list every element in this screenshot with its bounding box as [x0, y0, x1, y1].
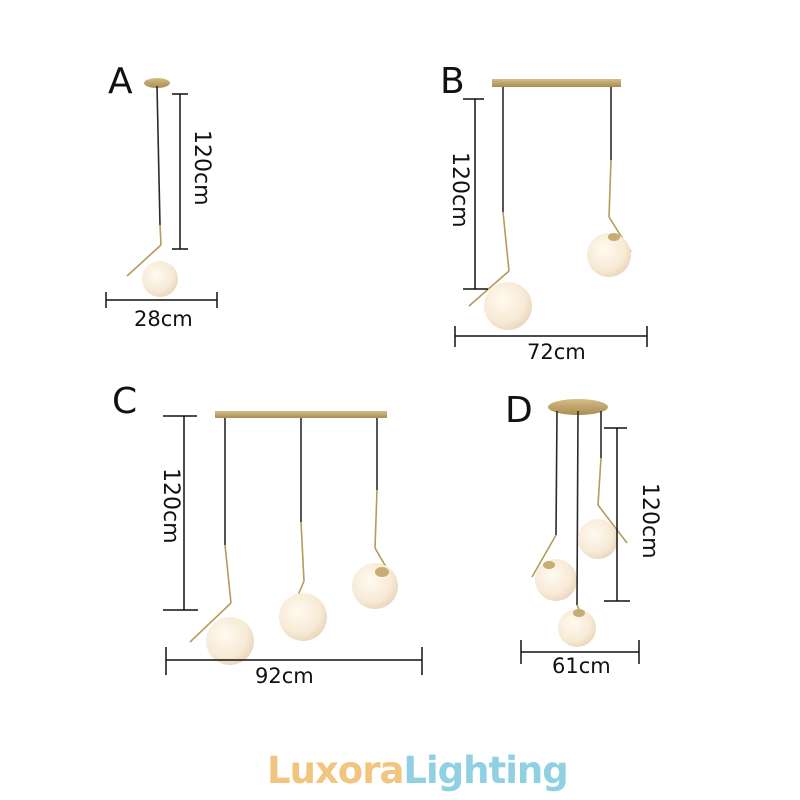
variant-c — [163, 411, 423, 675]
variant-c-width: 92cm — [255, 664, 314, 688]
linear-canopy — [215, 411, 387, 418]
variant-b-width: 72cm — [527, 340, 586, 364]
variant-d-label: D — [505, 390, 533, 431]
round-canopy — [144, 78, 170, 88]
variant-b-label: B — [440, 61, 465, 102]
brand-part2: Lighting — [403, 749, 568, 792]
variant-b — [454, 79, 648, 347]
variant-c-height: 120cm — [158, 468, 183, 544]
brand-part1: Luxora — [267, 749, 404, 792]
variant-c-label: C — [112, 381, 138, 422]
variant-d-height: 120cm — [637, 483, 662, 559]
variant-d-width: 61cm — [552, 654, 611, 678]
variant-b-height: 120cm — [447, 152, 472, 228]
variant-a-label: A — [108, 61, 133, 102]
variant-a-width: 28cm — [134, 307, 193, 331]
linear-canopy — [492, 79, 621, 87]
variant-a — [105, 78, 218, 308]
glass-globe — [142, 261, 178, 297]
variant-d — [520, 399, 640, 664]
brand-logo: LuxoraLighting — [267, 749, 569, 792]
round-canopy — [548, 399, 608, 415]
variant-a-height: 120cm — [189, 130, 214, 206]
